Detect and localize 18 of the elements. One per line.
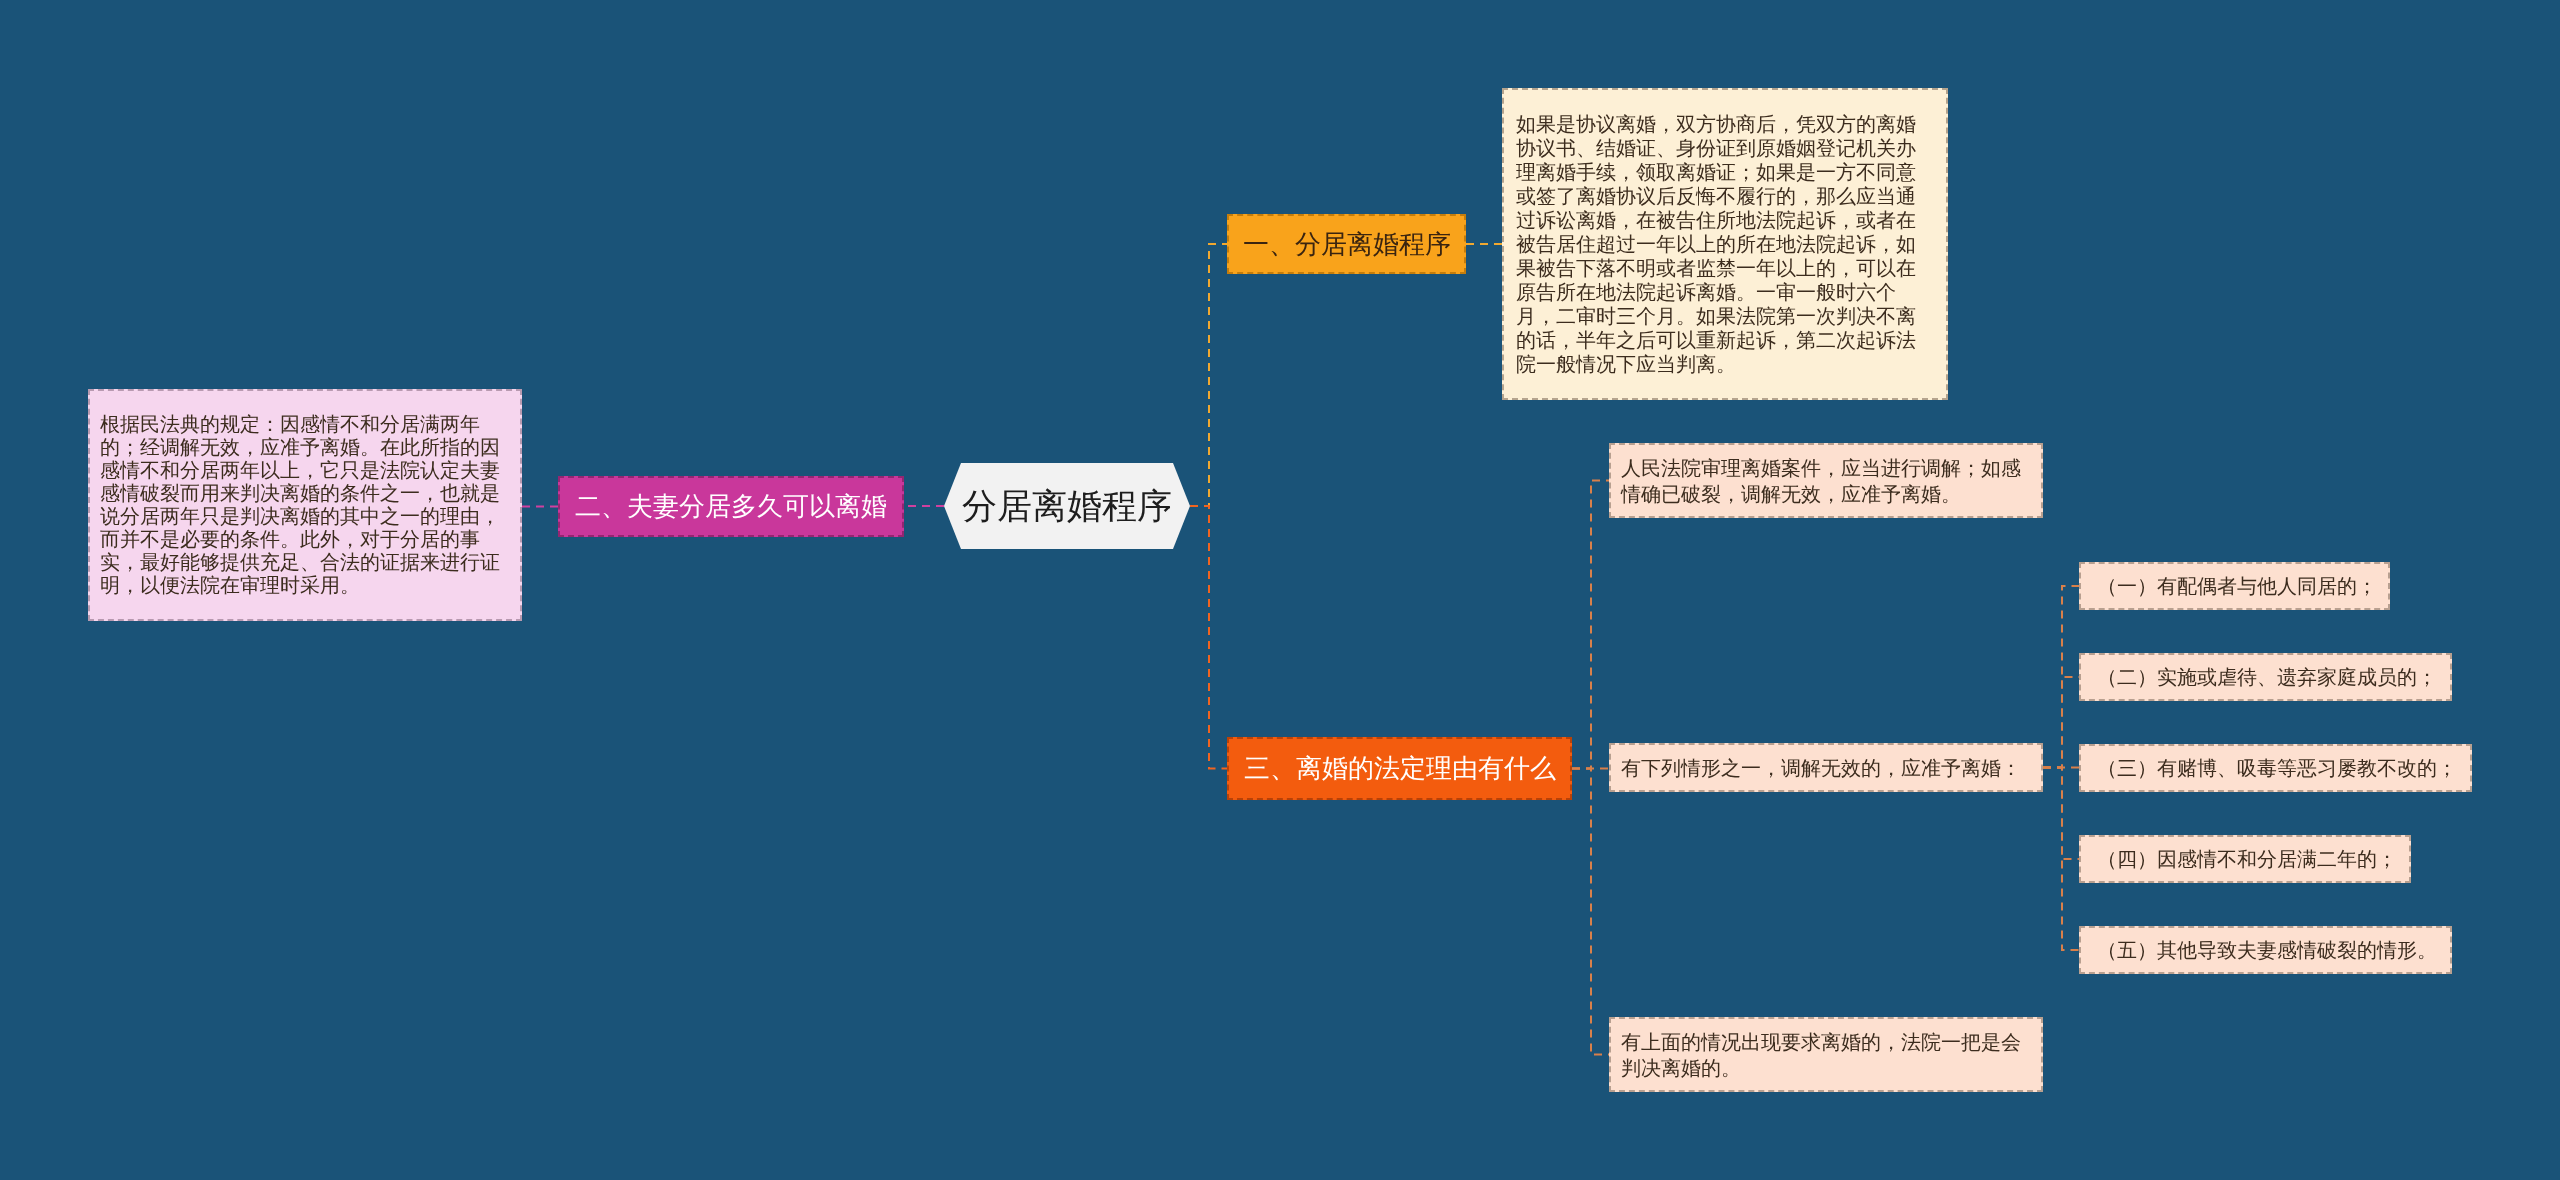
connector-line (2042, 766, 2080, 951)
connector-line (1465, 243, 1503, 245)
list-item-box: （五）其他导致夫妻感情破裂的情形。 (2079, 926, 2452, 974)
connector-line (521, 505, 559, 508)
text-box: 有下列情形之一，调解无效的，应准予离婚： (1609, 743, 2043, 792)
list-item-box: （三）有赌博、吸毒等恶习屡教不改的； (2079, 744, 2472, 792)
central-topic: 分居离婚程序 (944, 463, 1190, 549)
text-box: 根据民法典的规定：因感情不和分居满两年的；经调解无效，应准予离婚。在此所指的因感情不和分居两年以上，它只是法院认定夫妻感情破裂而用来判决离婚的条件之一，也就是说分居两年只是判决离婚的其中之一的理由，而并不是必要的条件。此外，对于分居的事实，最好能够提供充足、合法的证据来进行证明，以便法院在审理时采用。 (88, 389, 522, 621)
connector-line (1189, 505, 1228, 770)
list-item-box: （一）有配偶者与他人同居的； (2079, 562, 2390, 610)
list-item-box: （四）因感情不和分居满二年的； (2079, 835, 2411, 883)
topic-box: 二、夫妻分居多久可以离婚 (558, 476, 904, 537)
list-item-box: （二）实施或虐待、遗弃家庭成员的； (2079, 653, 2452, 701)
text-box: 有上面的情况出现要求离婚的，法院一把是会判决离婚的。 (1609, 1017, 2043, 1092)
text-box: 如果是协议离婚，双方协商后，凭双方的离婚协议书、结婚证、身份证到原婚姻登记机关办理离婚手续，领取离婚证；如果是一方不同意或签了离婚协议后反悔不履行的，那么应当通过诉讼离婚，在被告住所地法院起诉，或者在被告居住超过一年以上的所在地法院起诉，如果被告下落不明或者监禁一年以上的，可以在原告所在地法院起诉离婚。一审一般时六个月，二审时三个月。如果法院第一次判决不离的话，半年之后可以重新起诉，第二次起诉法院一般情况下应当判离。 (1502, 88, 1948, 400)
topic-box: 三、离婚的法定理由有什么 (1227, 737, 1572, 800)
text-box: 人民法院审理离婚案件，应当进行调解；如感情确已破裂，调解无效，应准予离婚。 (1609, 443, 2043, 518)
topic-box: 一、分居离婚程序 (1227, 214, 1466, 274)
